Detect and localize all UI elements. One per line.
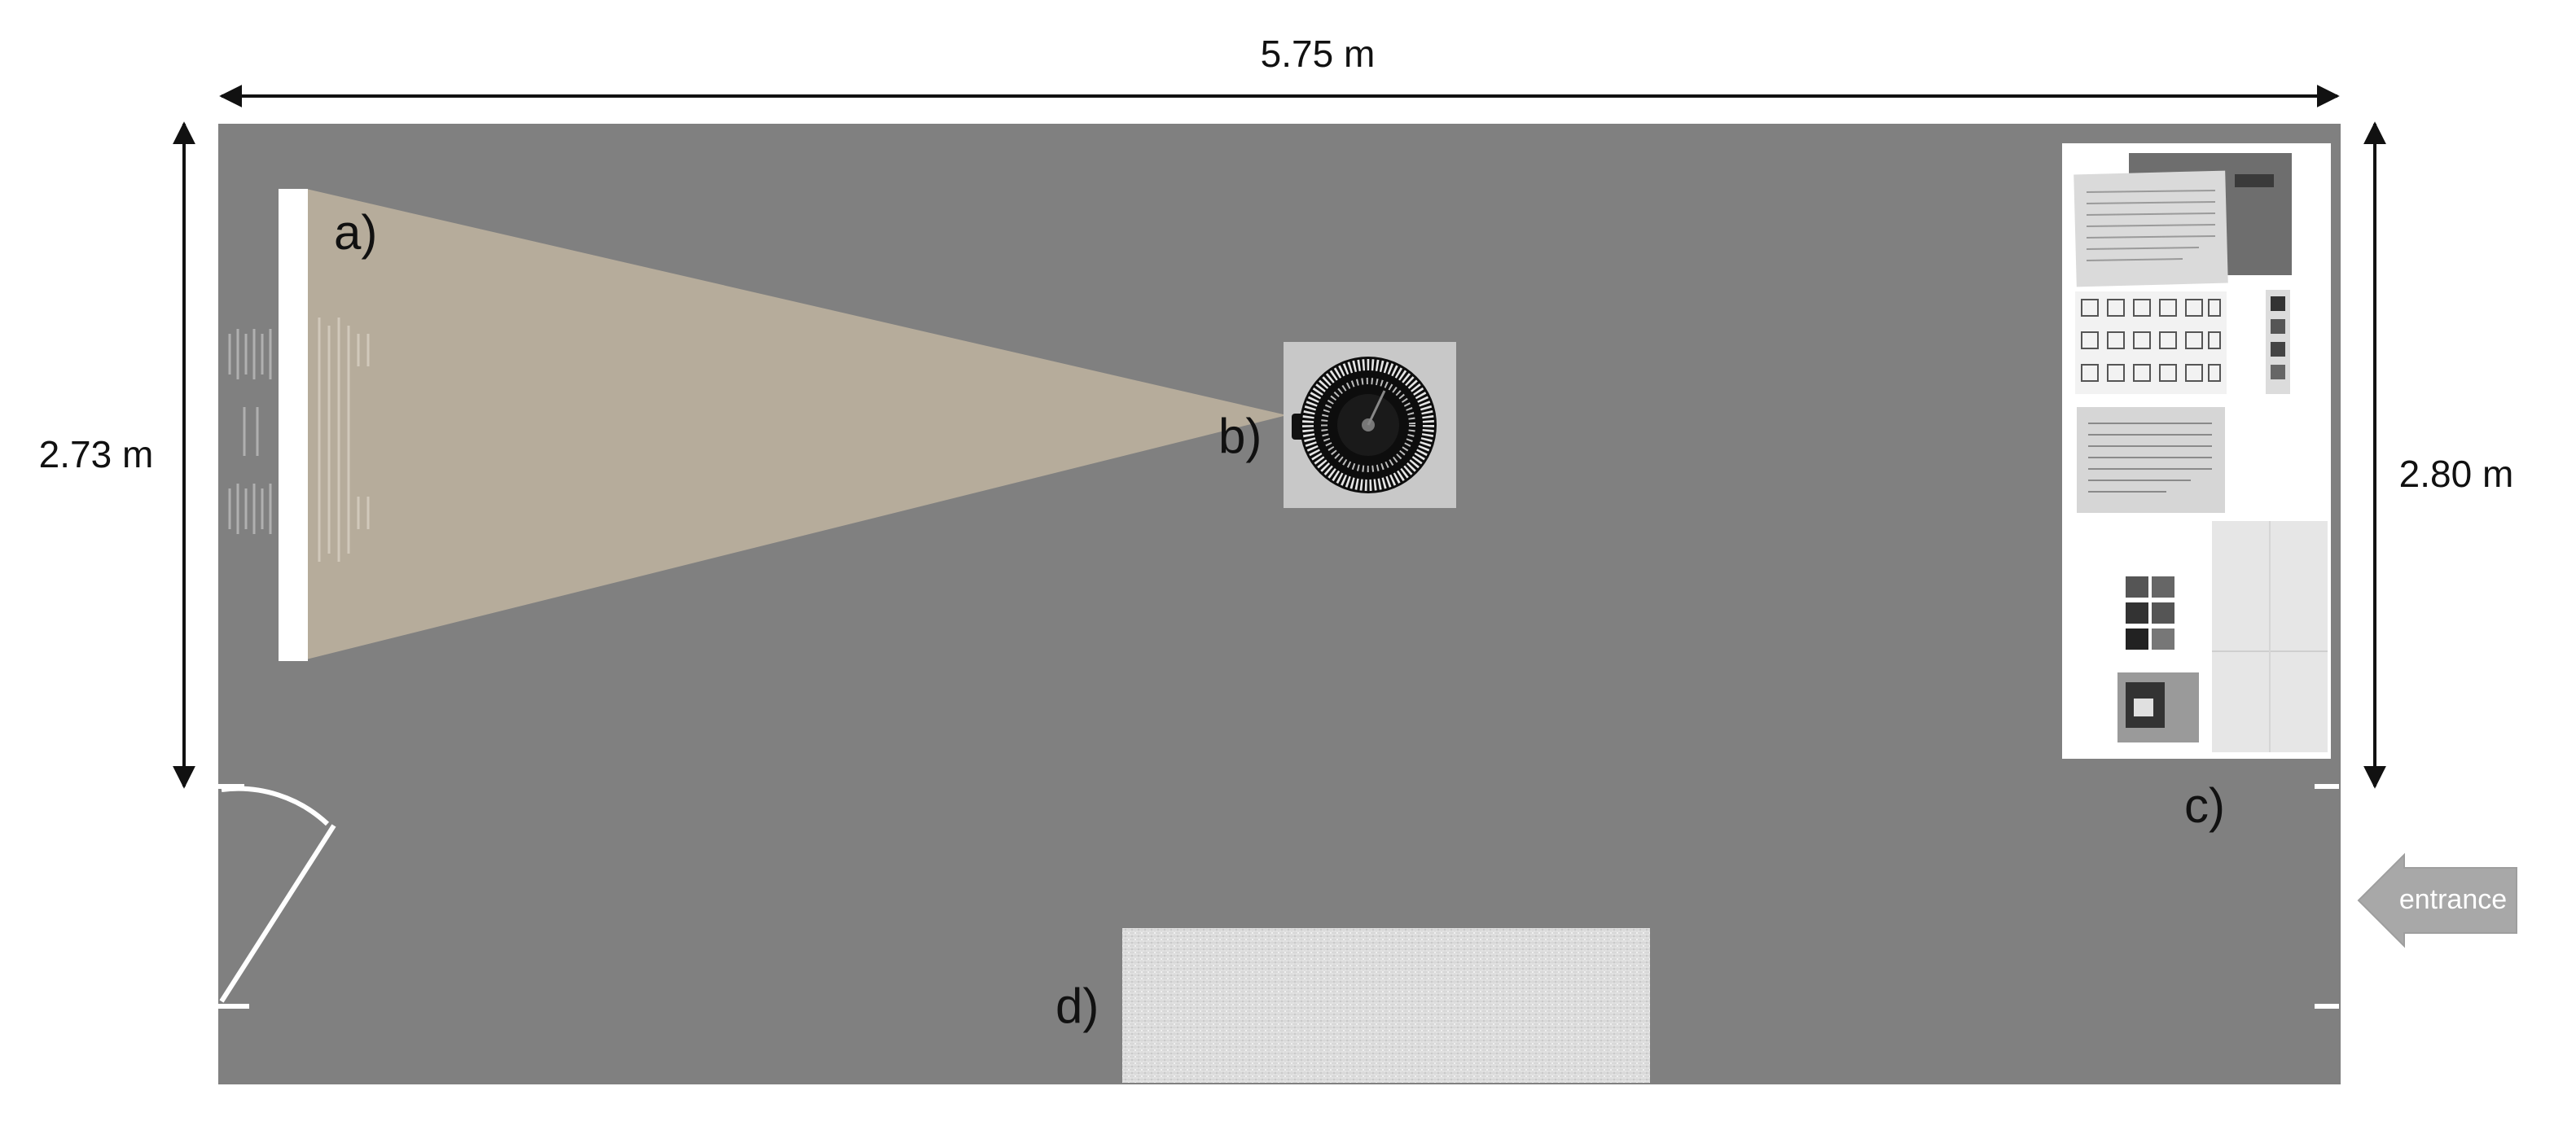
- entrance-door-frame: [2315, 784, 2339, 1009]
- projection-beam: [306, 189, 1287, 659]
- left-height-dimension: 2.73 m: [39, 121, 195, 789]
- entrance-label: entrance: [2399, 884, 2507, 915]
- label-b: b): [1218, 409, 1262, 463]
- label-d: d): [1055, 979, 1099, 1033]
- right-height-dimension: 2.80 m: [2363, 121, 2514, 789]
- document-photo: [2077, 407, 2225, 513]
- width-label: 5.75 m: [1261, 33, 1376, 75]
- projection-screen: [279, 189, 308, 661]
- label-a: a): [334, 205, 377, 260]
- door-swing: [218, 784, 336, 1009]
- left-height-label: 2.73 m: [39, 433, 154, 475]
- entrance-arrow: entrance: [2357, 852, 2517, 948]
- projected-image-ghost: [228, 318, 370, 562]
- label-c: c): [2184, 778, 2225, 833]
- slide-projector: [1284, 342, 1456, 508]
- display-panel: [2062, 143, 2331, 759]
- right-height-label: 2.80 m: [2399, 453, 2514, 495]
- carpet: [1122, 928, 1650, 1083]
- width-dimension: 5.75 m: [219, 33, 2340, 107]
- document-photo: [2074, 170, 2228, 287]
